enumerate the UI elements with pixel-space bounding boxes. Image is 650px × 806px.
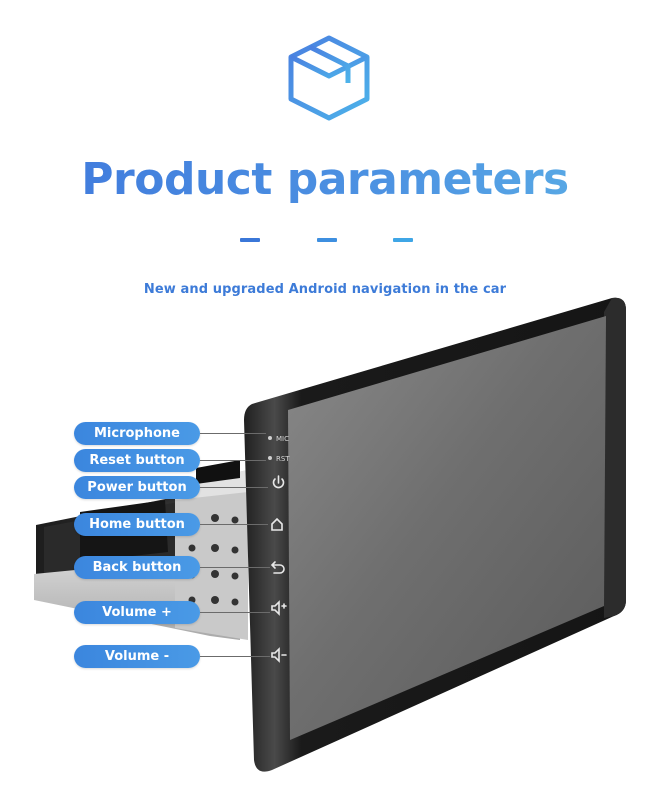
leader-line (200, 524, 268, 525)
mic-icon (268, 436, 272, 440)
dash-1 (240, 238, 260, 242)
mic-mark: MIC (276, 435, 289, 443)
home-icon[interactable] (271, 517, 283, 531)
rst-mark: RST (276, 455, 290, 463)
cube-icon (288, 35, 370, 121)
callout-microphone: Microphone (74, 422, 200, 445)
title-dashes (0, 238, 650, 244)
callout-home-button: Home button (74, 513, 200, 536)
dash-2 (317, 238, 337, 242)
dash-3 (393, 238, 413, 242)
leader-line (200, 487, 268, 488)
leader-line (200, 612, 270, 613)
volume-down-icon[interactable] (271, 647, 287, 663)
back-icon[interactable] (270, 561, 285, 574)
volume-up-icon[interactable] (271, 600, 287, 616)
callout-volume-up: Volume + (74, 601, 200, 624)
leader-line (200, 656, 270, 657)
reset-icon[interactable] (268, 456, 272, 460)
device-screen (288, 316, 606, 740)
callout-reset-button: Reset button (74, 449, 200, 472)
callout-power-button: Power button (74, 476, 200, 499)
leader-line (200, 433, 266, 434)
power-icon[interactable] (272, 475, 285, 489)
callout-volume-down: Volume - (74, 645, 200, 668)
page-title: Product parameters (0, 150, 650, 210)
page-subtitle: New and upgraded Android navigation in t… (143, 282, 507, 297)
leader-line (200, 460, 266, 461)
callout-back-button: Back button (74, 556, 200, 579)
leader-line (200, 567, 270, 568)
